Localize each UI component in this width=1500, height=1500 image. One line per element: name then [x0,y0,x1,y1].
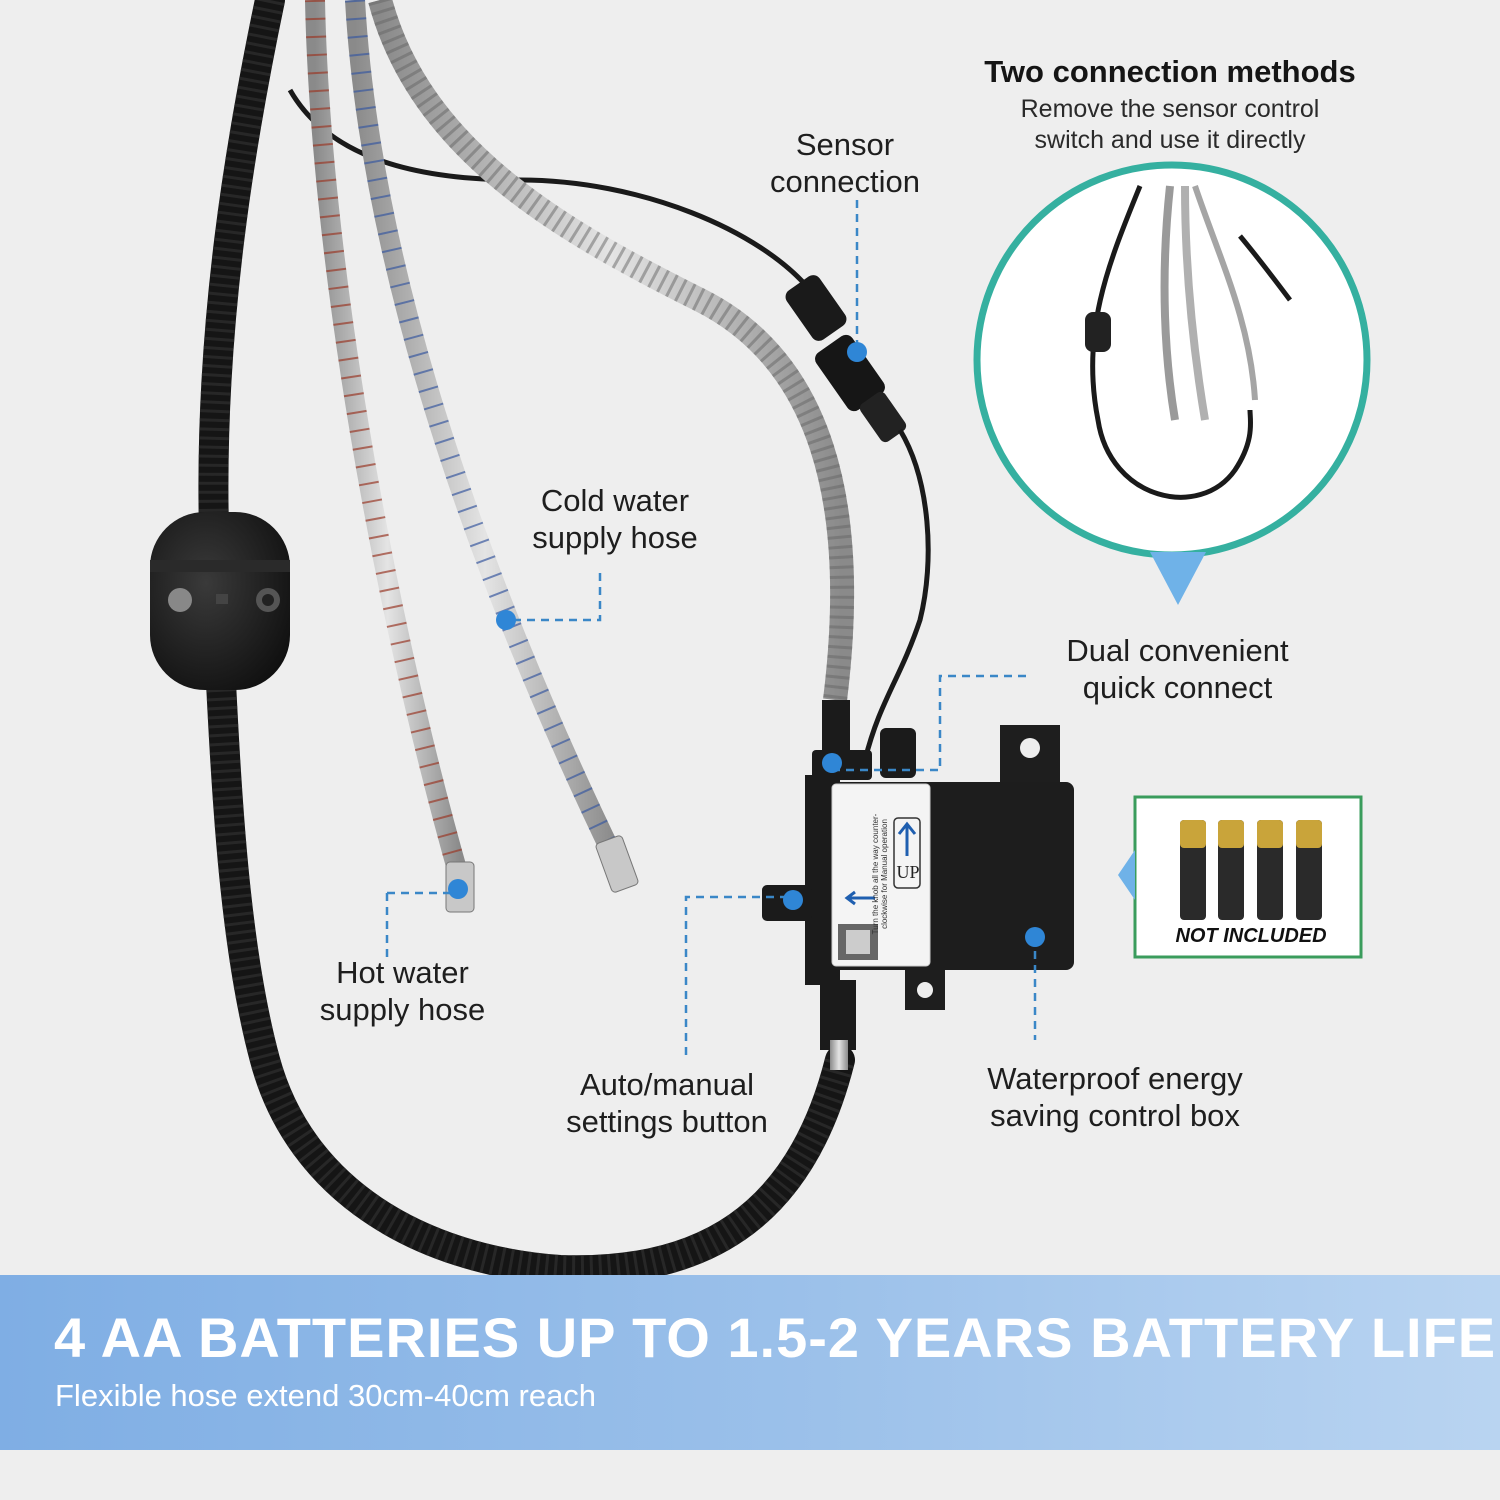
bottom-banner [0,1275,1500,1450]
cold-water-hose [345,0,625,865]
battery-icon [1218,820,1244,920]
control-box [762,700,1074,1070]
hot-water-hose [305,0,470,883]
battery-icon [1257,820,1283,920]
label-sensor-connection: Sensor connection [770,127,920,199]
battery-not-included-tag: NOT INCLUDED [1175,925,1327,947]
label-cold-water: Cold water supply hose [532,483,698,555]
spray-hose [198,0,855,1286]
inset-subtitle-line: Remove the sensor control [1020,95,1320,123]
leader-lines [385,200,1037,1055]
battery-icon [1180,820,1206,920]
box-up-label: UP [896,862,920,882]
sensor-connector [785,275,907,443]
label-hot-water: Hot water supply hose [319,955,486,1027]
label-control-box: Waterproof energy saving control box [987,1061,1243,1133]
banner-subtitle: Flexible hose extend 30cm-40cm reach [55,1378,597,1413]
inset-subtitle: Remove the sensor control switch and use… [930,94,1410,156]
banner-title: 4 AA BATTERIES UP TO 1.5-2 YEARS BATTERY… [54,1306,1497,1369]
battery-inset [1118,795,1363,959]
hose-weight [150,512,290,690]
inset-title: Two connection methods [984,54,1356,89]
inset-subtitle-line: switch and use it directly [1034,126,1306,154]
battery-icon [1296,820,1322,920]
label-auto-manual: Auto/manual settings button [566,1067,768,1139]
connection-inset [973,161,1371,605]
box-instruction-label: Turn the knob all the way counter-clockw… [871,813,889,935]
label-dual-connect: Dual convenient quick connect [1066,633,1289,705]
callout-dots [448,342,1045,947]
